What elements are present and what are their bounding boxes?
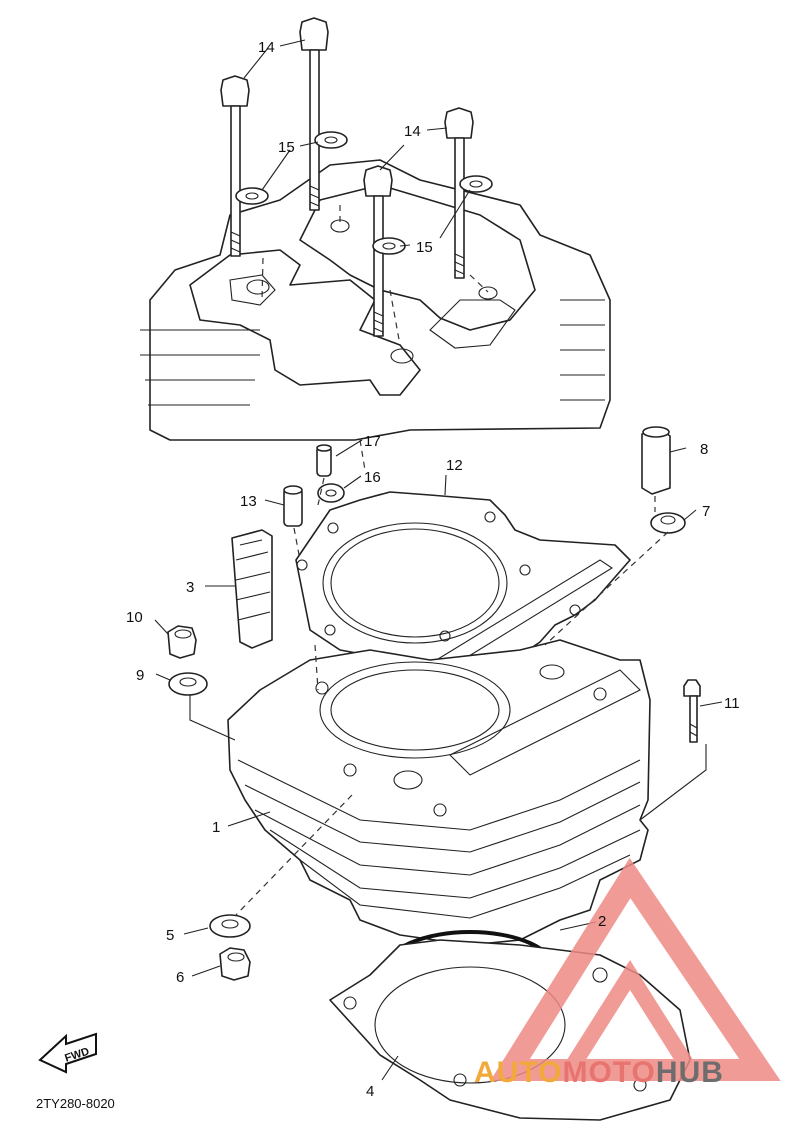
label-5: 5: [166, 927, 174, 944]
leader-lines: [154, 39, 723, 1081]
label-17: 17: [364, 433, 381, 450]
label-9: 9: [136, 667, 144, 684]
label-3: 3: [186, 579, 194, 596]
cylinder-block-1: [227, 639, 651, 946]
label-6: 6: [176, 969, 184, 986]
label-13: 13: [240, 493, 257, 510]
head-gasket-12: [295, 491, 631, 691]
chain-guide-3: [231, 529, 273, 649]
label-1: 1: [212, 819, 220, 836]
nut-6: [219, 947, 251, 981]
label-14-right: 14: [404, 123, 421, 140]
drawing-code: 2TY280-8020: [36, 1096, 115, 1111]
label-15-right: 15: [416, 239, 433, 256]
stud-sleeve-8: [641, 426, 671, 495]
washer-7: [650, 512, 686, 534]
oring-16: [317, 483, 345, 503]
label-10: 10: [126, 609, 143, 626]
watermark-moto: MOTO: [562, 1056, 655, 1089]
watermark-hub: HUB: [656, 1056, 724, 1089]
part-labels: 14 15 14 15 17 8 12 16 13 7 3 10 9 11 1 …: [126, 39, 740, 1100]
label-8: 8: [700, 441, 708, 458]
washer-9: [168, 672, 208, 696]
label-16: 16: [364, 469, 381, 486]
label-15-left: 15: [278, 139, 295, 156]
label-4: 4: [366, 1083, 374, 1100]
automotohub-logo-mark: [490, 857, 781, 1081]
label-14-left: 14: [258, 39, 275, 56]
head-bolt-right: [444, 107, 493, 279]
watermark-auto: AUTO: [474, 1056, 562, 1089]
head-bolt-left: [220, 75, 269, 257]
label-2: 2: [598, 913, 606, 930]
head-bolt-front: [363, 165, 406, 337]
dowel-pin-17: [316, 444, 332, 477]
automotohub-watermark: AUTOMOTOHUB: [474, 1056, 724, 1089]
label-7: 7: [702, 503, 710, 520]
svg-text:AUTOMOTOHUB: AUTOMOTOHUB: [474, 1056, 724, 1089]
bolt-11: [683, 679, 701, 743]
washer-5: [209, 914, 251, 938]
nut-10: [167, 625, 197, 659]
dowel-pin-13: [283, 485, 303, 527]
assembly-guide-lines: [235, 205, 669, 916]
label-11: 11: [724, 695, 740, 712]
base-gasket-4: [329, 939, 691, 1121]
forward-direction-arrow-icon: FWD: [38, 1032, 97, 1074]
cylinder-head-outline: [140, 159, 611, 441]
head-bolt-center: [299, 17, 348, 211]
label-12: 12: [446, 457, 463, 474]
